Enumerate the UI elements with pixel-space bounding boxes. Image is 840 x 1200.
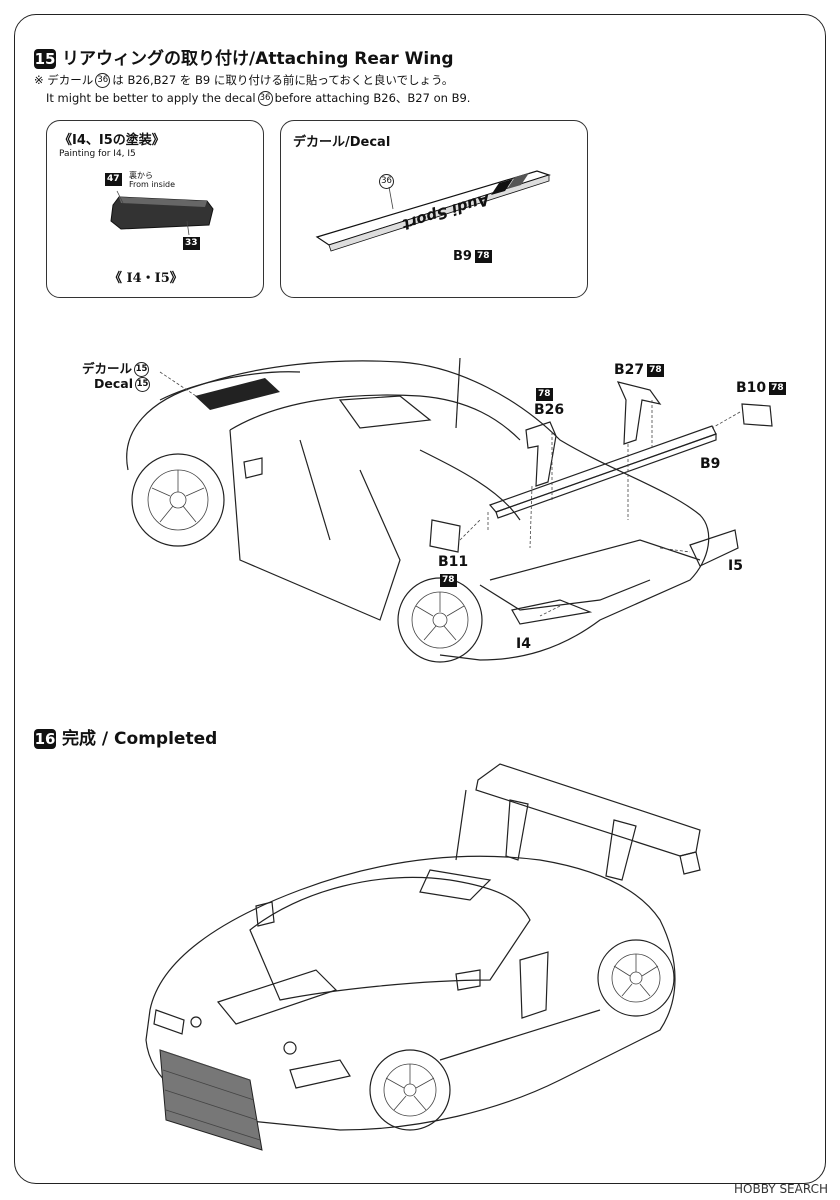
decal-callout: 36 <box>379 173 394 189</box>
b11-number: 78 <box>440 574 457 587</box>
painting-title: 《I4、I5の塗装》 <box>59 133 165 148</box>
inside-en: From inside <box>129 180 176 189</box>
b11-number-callout: 78 <box>440 572 457 587</box>
b10-label: B10 <box>736 380 767 396</box>
b26-number-callout: 78 <box>536 386 553 401</box>
inside-jp: 裏から <box>129 171 153 180</box>
b27-label: B27 <box>614 362 645 378</box>
decal-number-circle: 36 <box>257 91 273 106</box>
step16-header: 16 完成 / Completed <box>34 724 217 749</box>
decal-jp-label: デカール <box>82 361 133 376</box>
b26-label: B26 <box>534 402 565 418</box>
i4-label: I4 <box>516 636 531 652</box>
paint-callout-2: 33 <box>183 235 200 250</box>
note-jp-pre: ※ デカール <box>34 73 94 87</box>
decal-number-circle: 36 <box>95 73 111 88</box>
b10-number: 78 <box>769 381 786 395</box>
decal-part-label: B9 <box>453 249 472 264</box>
instruction-sheet <box>14 14 826 1184</box>
decal-en-label: Decal <box>94 376 133 391</box>
paint-number: 47 <box>105 173 122 186</box>
decal-number: 36 <box>379 174 394 189</box>
b11-label: B11 <box>438 554 469 570</box>
b9-label: B9 <box>700 456 721 472</box>
wing-decal-drawing <box>315 170 551 252</box>
paint-number-2: 33 <box>183 237 200 250</box>
decal-callout-number-2: 15 <box>134 377 150 392</box>
rear-wing-assembly-drawing <box>126 357 773 663</box>
note-en-post: before attaching B26、B27 on B9. <box>274 91 471 105</box>
note-en-pre: It might be better to apply the decal <box>46 91 256 105</box>
step16-number: 16 <box>34 729 56 749</box>
painting-subtitle: Painting for I4, I5 <box>59 149 136 159</box>
step15-title: リアウィングの取り付け/Attaching Rear Wing <box>62 49 454 69</box>
decal-title: デカール/Decal <box>293 135 391 150</box>
endplate-drawing <box>110 190 214 236</box>
decal-part-number: 78 <box>474 250 492 263</box>
step16-title: 完成 / Completed <box>62 729 218 749</box>
b27-number: 78 <box>647 363 664 377</box>
from-inside-label: 裏から From inside <box>129 171 175 189</box>
b26-number: 78 <box>536 388 553 401</box>
painting-box: 《I4、I5の塗装》 Painting for I4, I5 47 裏から Fr… <box>46 120 264 298</box>
paint-callout: 47 <box>105 173 122 186</box>
step15-number: 15 <box>34 49 56 69</box>
note-jp-post: は B26,B27 を B9 に取り付ける前に貼っておくと良いでしょう。 <box>112 73 454 87</box>
decal-callout-number: 15 <box>134 362 150 377</box>
watermark: HOBBY SEARCH <box>734 1182 828 1196</box>
i5-label: I5 <box>728 558 743 574</box>
parts-label: 《 I4・I5》 <box>109 271 183 286</box>
step15-header: 15 リアウィングの取り付け/Attaching Rear Wing <box>34 44 454 69</box>
